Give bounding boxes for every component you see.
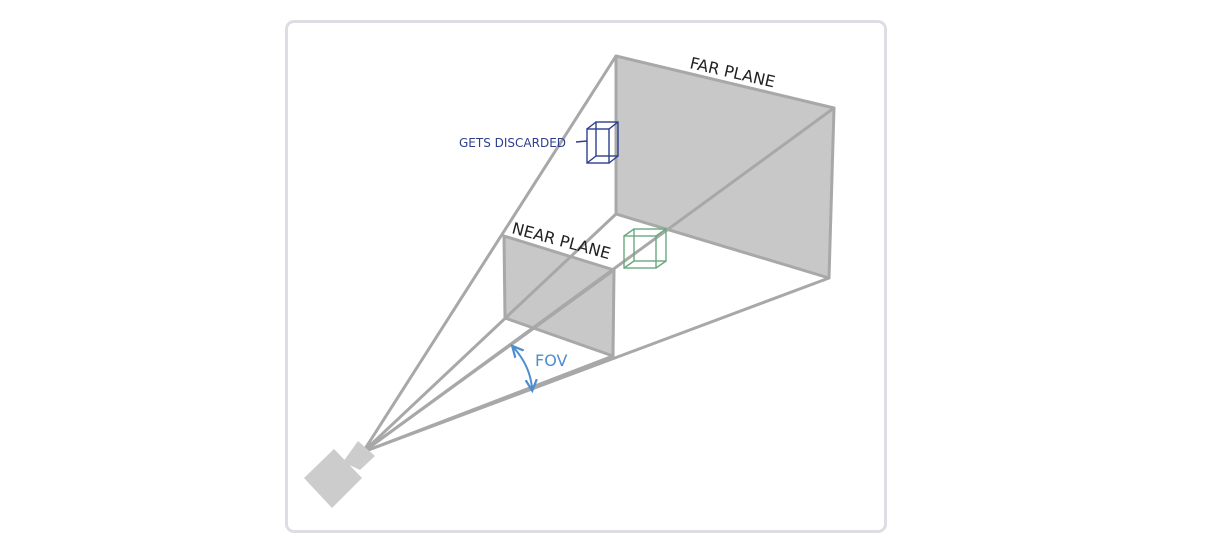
discarded-leader-line	[575, 140, 588, 143]
discarded-cube-icon	[586, 121, 619, 164]
fov-label: FOV	[535, 351, 568, 370]
visible-cube-icon	[623, 228, 667, 269]
fov-arc-icon	[514, 348, 532, 388]
frustum-edges	[361, 54, 836, 454]
camera-icon	[304, 441, 375, 508]
discarded-label: GETS DISCARDED	[459, 136, 566, 150]
